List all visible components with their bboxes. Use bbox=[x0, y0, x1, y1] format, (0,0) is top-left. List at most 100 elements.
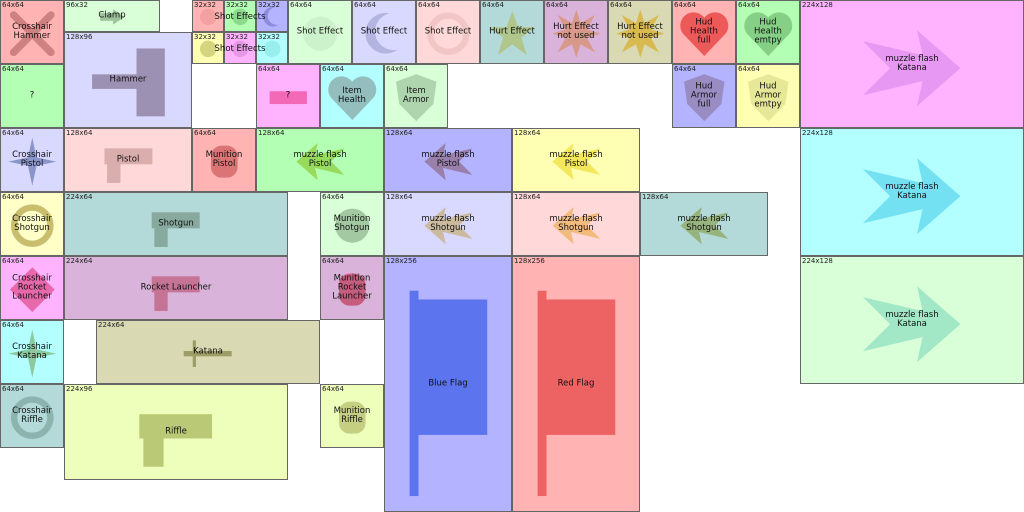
flag-icon bbox=[409, 291, 487, 497]
shield-icon bbox=[395, 74, 437, 122]
size-tag: 128x256 bbox=[514, 257, 545, 265]
shield-icon bbox=[683, 74, 725, 122]
sprite-label: Shot Effect bbox=[296, 26, 344, 37]
circle-icon bbox=[231, 40, 249, 58]
chain-spear-icon bbox=[99, 9, 125, 25]
sprite-shot-small-3: 32x32 bbox=[256, 0, 288, 32]
gun-icon bbox=[152, 212, 200, 248]
crescent-icon bbox=[262, 6, 279, 27]
shot-effects-label: Shot Effects bbox=[214, 44, 266, 54]
size-tag: 128x64 bbox=[66, 129, 93, 137]
size-tag: 128x64 bbox=[386, 193, 413, 201]
sprite-shot-small-1: 32x32 bbox=[192, 0, 224, 32]
sprite-label: muzzle flash Pistol bbox=[421, 150, 475, 169]
size-tag: 64x64 bbox=[674, 65, 696, 73]
sprite-label: Crosshair Rocket Launcher bbox=[12, 273, 52, 302]
shot-effects-label: Shot Effects bbox=[214, 12, 266, 22]
crosshair-x-icon bbox=[9, 11, 55, 57]
ring-icon bbox=[426, 12, 470, 56]
flash-icon bbox=[551, 207, 600, 245]
sprite-label: Clamp bbox=[98, 10, 126, 21]
ring-icon bbox=[10, 396, 54, 440]
sprite-label: Crosshair Hammer bbox=[12, 22, 52, 41]
cross-icon bbox=[8, 137, 56, 186]
heart-icon bbox=[328, 76, 376, 121]
size-tag: 96x32 bbox=[66, 1, 88, 9]
sprite-label: Shotgun bbox=[158, 218, 194, 229]
size-tag: 224x128 bbox=[802, 257, 833, 265]
flash-icon bbox=[295, 143, 344, 181]
flash-icon bbox=[423, 207, 472, 245]
size-tag: 224x64 bbox=[98, 321, 125, 329]
sprite-label: Hurt Effect not used bbox=[553, 22, 599, 41]
star-icon bbox=[489, 11, 535, 56]
size-tag: 64x64 bbox=[738, 1, 760, 9]
sprite-label: Hud Health full bbox=[690, 17, 718, 46]
sprite-label: Hurt Effect bbox=[489, 26, 535, 37]
sprite-unknown-1: 64x64? bbox=[0, 64, 64, 128]
sprite-label: Shot Effect bbox=[360, 26, 408, 37]
sprite-shot-small-2: 32x32 bbox=[224, 0, 256, 32]
diamond-icon bbox=[9, 267, 55, 313]
size-tag: 128x64 bbox=[386, 129, 413, 137]
sprite-label: muzzle flash Pistol bbox=[549, 150, 603, 169]
heart-icon bbox=[744, 12, 792, 57]
sprite-label: Munition Riffle bbox=[333, 406, 371, 425]
size-tag: 128x256 bbox=[386, 257, 417, 265]
size-tag: 224x96 bbox=[66, 385, 93, 393]
capsule-icon bbox=[338, 273, 366, 306]
size-tag: 64x64 bbox=[322, 65, 344, 73]
size-tag: 64x64 bbox=[290, 1, 312, 9]
size-tag: 224x64 bbox=[66, 257, 93, 265]
flag-icon bbox=[537, 291, 615, 497]
size-tag: 64x64 bbox=[2, 257, 24, 265]
size-tag: 32x32 bbox=[194, 1, 216, 9]
circle-icon bbox=[334, 208, 370, 243]
size-tag: 64x64 bbox=[738, 65, 760, 73]
size-tag: 64x64 bbox=[322, 257, 344, 265]
size-tag: 64x64 bbox=[546, 1, 568, 9]
size-tag: 32x32 bbox=[258, 1, 280, 9]
hammer-icon bbox=[91, 48, 165, 117]
sprite-label: Item Armor bbox=[402, 86, 430, 105]
sprite-label: Hud Health emtpy bbox=[754, 17, 782, 46]
sprite-label: Hammer bbox=[109, 74, 147, 85]
heart-icon bbox=[680, 12, 728, 57]
sprite-label: Katana bbox=[193, 346, 223, 357]
size-tag: 32x32 bbox=[226, 1, 248, 9]
sprite-label: Hurt Effect not used bbox=[617, 22, 663, 41]
sprite-label: Crosshair Pistol bbox=[12, 150, 52, 169]
size-tag: 64x64 bbox=[2, 129, 24, 137]
sprite-label: muzzle flash Shotgun bbox=[421, 214, 475, 233]
gun-icon bbox=[139, 414, 213, 468]
sprite-label: Munition Pistol bbox=[205, 150, 243, 169]
size-tag: 64x64 bbox=[2, 65, 24, 73]
sprite-label: muzzle flash Shotgun bbox=[549, 214, 603, 233]
sprite-label: Blue Flag bbox=[428, 378, 468, 389]
shield-icon bbox=[747, 74, 789, 122]
size-tag: 224x128 bbox=[802, 129, 833, 137]
crescent-icon bbox=[365, 13, 398, 54]
sprite-label: Munition Rocket Launcher bbox=[332, 273, 372, 302]
